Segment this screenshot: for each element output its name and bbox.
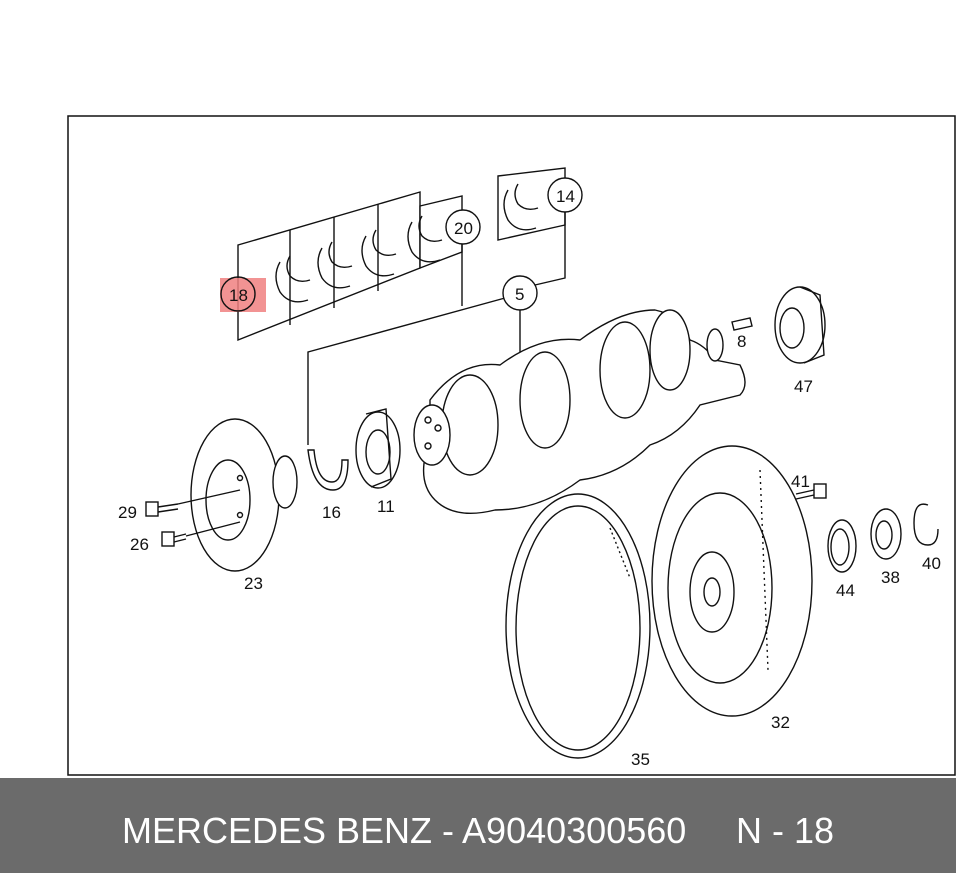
- callouts: [220, 177, 583, 312]
- flywheel-bolt: [795, 483, 827, 500]
- label-20: 20: [454, 219, 473, 238]
- label-26: 26: [130, 535, 149, 554]
- label-18: 18: [229, 286, 248, 305]
- rear-seal: [827, 519, 857, 573]
- label-32: 32: [771, 713, 790, 732]
- label-44: 44: [836, 581, 855, 600]
- label-40: 40: [922, 554, 941, 573]
- thrust-washer: [307, 449, 349, 491]
- label-8: 8: [737, 332, 746, 351]
- label-11: 11: [377, 497, 395, 516]
- label-16: 16: [322, 503, 341, 522]
- front-seal-gear: [355, 408, 401, 489]
- bearing-shells: [275, 183, 539, 303]
- bearing-shell-panels: [237, 167, 566, 342]
- snap-ring: [913, 503, 939, 546]
- highlight-18: [220, 278, 266, 312]
- label-35: 35: [631, 750, 650, 769]
- woodruff-key: [731, 317, 753, 331]
- label-14: 14: [556, 187, 575, 206]
- pilot-bearing: [870, 508, 902, 560]
- flywheel: [651, 445, 813, 717]
- brand-part-number: MERCEDES BENZ - A9040300560: [122, 810, 687, 851]
- diagram-frame: [67, 115, 956, 776]
- label-23: 23: [244, 574, 263, 593]
- label-47: 47: [794, 377, 813, 396]
- diagram-reference: N - 18: [736, 810, 835, 851]
- crankshaft: [413, 309, 746, 515]
- label-29: 29: [118, 503, 137, 522]
- part-labels: 18 20 14 5 8 47 16 11 29 26 23 41 44 38 …: [118, 187, 941, 769]
- crank-pulley: [190, 418, 298, 572]
- crank-gear: [774, 286, 826, 364]
- footer-banner: MERCEDES BENZ - A9040300560 N - 18: [0, 778, 956, 873]
- parts-diagram: 18 20 14 5 8 47 16 11 29 26 23 41 44 38 …: [67, 115, 956, 776]
- label-41: 41: [791, 472, 810, 491]
- label-5: 5: [515, 285, 524, 304]
- pulley-bolts: [145, 489, 241, 547]
- label-38: 38: [881, 568, 900, 587]
- ring-gear: [505, 493, 651, 759]
